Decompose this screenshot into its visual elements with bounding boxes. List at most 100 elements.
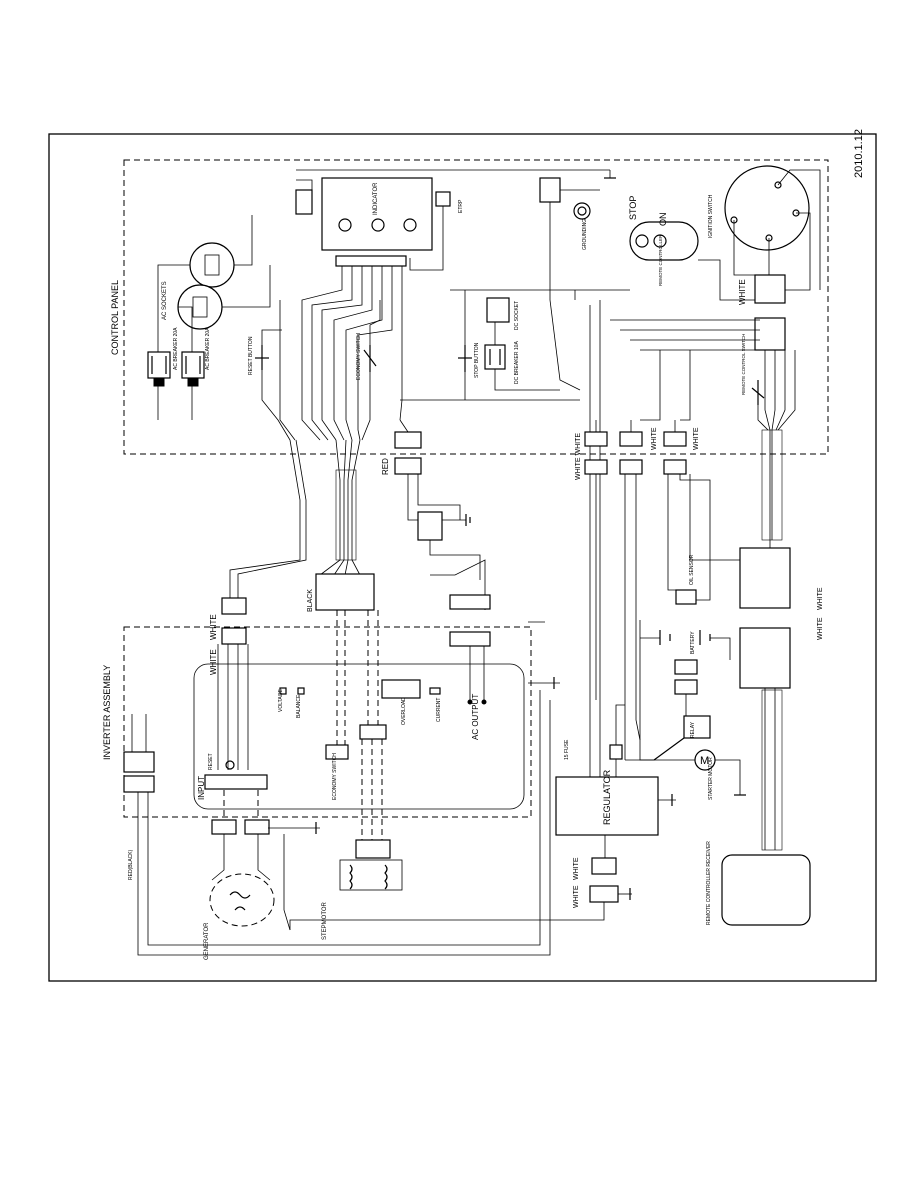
connector-white-white-lower: [584, 459, 608, 475]
relay: [683, 715, 711, 739]
red-black-label: RED(BLACK): [128, 849, 134, 880]
ac-output-terminal: [449, 631, 491, 647]
connector-white-white-label: WHITE WHITE: [575, 433, 582, 480]
relay-label: RELAY: [690, 721, 696, 738]
ignition-white-label: WHITE: [738, 279, 747, 305]
ground-lug: [539, 177, 561, 203]
overload-label: OVERLOAD: [401, 697, 407, 725]
connector-red-lower: [394, 457, 422, 475]
remote-stop-label: STOP: [628, 196, 638, 220]
dc-breaker-label: DC BREAKER 10A: [514, 341, 520, 384]
regulator-label: REGULATOR: [602, 769, 612, 825]
ac-breaker-1-label: AC BREAKER 20A: [173, 327, 179, 370]
voltage-adjust: [279, 687, 287, 695]
economy-relay-box: [417, 511, 443, 541]
control-panel-title: CONTROL PANEL: [110, 280, 120, 355]
input-white-label-1: WHITE: [209, 614, 218, 640]
wire-socket-ground: [234, 215, 253, 266]
connector-red-upper: [394, 431, 422, 449]
etrp-label: ETRP: [458, 199, 464, 213]
plug-lower: [123, 775, 155, 793]
regulator-white-label-1: WHITE: [573, 857, 580, 880]
date-label: 2010.1.12: [853, 129, 865, 178]
ac-socket-lower: [177, 284, 223, 330]
wire-socket-1: [157, 264, 190, 352]
reset-button-label: RESET BUTTON: [248, 336, 254, 375]
voltage-label: VOLTAGE: [278, 688, 284, 712]
connector-stepmotor-harness: [315, 573, 375, 611]
remote-on-button-icon: [653, 234, 667, 248]
regulator-white-label-2: WHITE: [573, 885, 580, 908]
connector-white-lower: [619, 459, 643, 475]
indicator-lamp-3: [403, 218, 417, 232]
connector-right-mid: [739, 547, 791, 609]
connector-white-white-upper: [584, 431, 608, 447]
current-label: CURRENT: [436, 698, 442, 722]
etrp-connector: [435, 191, 451, 207]
indicator-lamp-1: [338, 218, 352, 232]
remote-controller: [629, 221, 699, 261]
connector-white-2-label: WHITE: [693, 427, 700, 450]
ac-breaker-1: [147, 351, 171, 387]
connector-white-2-upper: [663, 431, 687, 447]
connector-input-upper: [221, 597, 247, 615]
fuse-label: 15 FUSE: [564, 739, 570, 760]
plug-upper: [123, 751, 155, 773]
ignition-switch-label: IGNITION SWITCH: [708, 194, 714, 238]
inverter-assembly-title: INVERTER ASSEMBLY: [102, 665, 112, 760]
top-connector: [295, 189, 313, 215]
starter-motor-symbol: M: [700, 755, 709, 767]
generator: [209, 873, 275, 927]
indicator-lamp-2: [371, 218, 385, 232]
battery-connector-upper: [674, 659, 698, 675]
stepmotor-connector-lower: [355, 839, 391, 859]
ignition-switch: [724, 165, 810, 251]
dc-breaker-symbol: [484, 344, 506, 370]
input-white-label-2: WHITE: [209, 649, 218, 675]
wire-right-harness: [764, 350, 771, 540]
grounding-label: GROUNDING: [582, 219, 588, 250]
remote-stop-button-icon: [635, 234, 649, 248]
inverter-module-outline: [193, 663, 525, 810]
wire-reset-bundle: [261, 370, 291, 441]
battery-label: BATTERY: [690, 631, 696, 654]
harness-black-label: BLACK: [307, 589, 314, 612]
remote-receiver-label: REMOTE CONTROLLER RECEIVER: [706, 841, 712, 925]
generator-connector-2: [244, 819, 270, 835]
connector-white-2-lower: [663, 459, 687, 475]
ac-sockets-label: AC SOCKETS: [162, 281, 168, 320]
overload-indicator: [381, 679, 421, 699]
ac-breaker-2: [181, 351, 205, 387]
indicator-board: [321, 177, 433, 251]
remote-control-switch-label: REMOTE CONTROL SWITCH: [741, 334, 746, 395]
stepmotor-coils: [339, 859, 403, 891]
ac-breaker-2-label: AC BREAKER 20A: [205, 327, 211, 370]
connector-right-lower: [739, 627, 791, 689]
remote-on-label: ON: [658, 213, 668, 227]
regulator-connector-upper: [591, 857, 617, 875]
connector-red-label: RED: [381, 458, 390, 475]
indicator-label: INDICATOR: [373, 182, 379, 215]
inverter-input-block: [204, 774, 268, 790]
battery-connector-lower: [674, 679, 698, 695]
outer-frame: [48, 133, 877, 982]
inverter-economy-switch-label: ECONOMY SWITCH: [332, 753, 338, 800]
right-lower-white-label: WHITE: [817, 617, 824, 640]
remote-controller-receiver: [721, 854, 811, 926]
wire-indicator-1: [301, 266, 343, 441]
oil-sensor-label: OIL SENSOR: [689, 554, 695, 585]
right-mid-white-label: WHITE: [817, 587, 824, 610]
connector-white-label: WHITE: [651, 427, 658, 450]
ac-socket-upper: [189, 242, 235, 288]
generator-connector-1: [211, 819, 237, 835]
economy-switch-symbol: [363, 345, 377, 372]
regulator-connector-lower: [589, 885, 619, 903]
economy-switch-label: ECONOMY SWITCH: [356, 333, 362, 380]
oil-sensor: [675, 589, 697, 605]
connector-ac-output-upper: [449, 594, 491, 610]
remote-controller-label: REMOTE CONTROLLER: [658, 234, 663, 286]
dc-socket-label: DC SOCKET: [514, 301, 520, 330]
balance-label: BALANCE: [296, 694, 302, 718]
